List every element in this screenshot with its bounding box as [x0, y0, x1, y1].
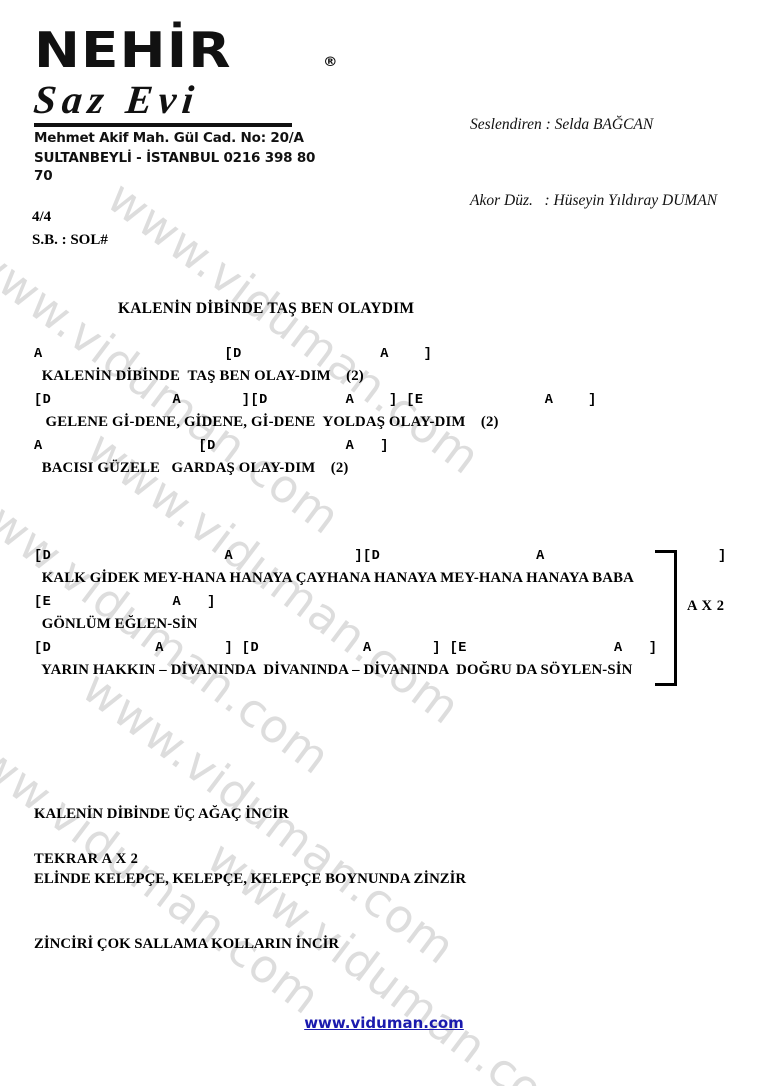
- registered-trademark-icon: ®: [322, 55, 339, 70]
- chord-row: [D A ][D A ]: [34, 549, 727, 564]
- chord-row: [D A ] [D A ] [E A ]: [34, 641, 658, 656]
- verse-3-block: KALENİN DİBİNDE ÜÇ AĞAÇ İNCİR ELİNDE KEL…: [34, 760, 466, 999]
- lyric-row: ELİNDE KELEPÇE, KELEPÇE, KELEPÇE BOYNUND…: [34, 870, 467, 887]
- repeat-count-label: A X 2: [687, 598, 725, 614]
- performer-credit: Seslendiren : Selda BAĞCAN: [470, 116, 654, 134]
- arranger-credit: Akor Düz. : Hüseyin Yıldıray DUMAN: [470, 191, 718, 209]
- key-signature: S.B. : SOL#: [32, 232, 108, 249]
- score-meta: 4/4 S.B. : SOL#: [32, 206, 108, 253]
- page-title: KALENİN DİBİNDE TAŞ BEN OLAYDIM: [118, 300, 415, 317]
- time-signature: 4/4: [32, 209, 52, 225]
- lyric-row: GÖNLÜM EĞLEN-SİN: [34, 616, 198, 632]
- lyric-row: GELENE Gİ-DENE, GİDENE, Gİ-DENE YOLDAŞ O…: [34, 414, 499, 430]
- repeat-bracket: [655, 550, 677, 686]
- lyric-row: BACISI GÜZELE GARDAŞ OLAY-DIM (2): [34, 460, 349, 476]
- lyric-row: KALENİN DİBİNDE TAŞ BEN OLAY-DIM (2): [34, 368, 364, 384]
- viduman-link[interactable]: www.viduman.com: [304, 1014, 464, 1032]
- chord-row: A [D A ]: [34, 347, 433, 362]
- verse-1-block: A [D A ] KALENİN DİBİNDE TAŞ BEN OLAY-DI…: [34, 348, 597, 486]
- lyric-row: KALK GİDEK MEY-HANA HANAYA ÇAYHANA HANAY…: [34, 570, 634, 586]
- logo-brand-text: NEHİR: [34, 22, 232, 79]
- logo-subtitle: Saz Evi: [31, 77, 202, 122]
- logo-brand-name: NEHİR ®: [34, 26, 338, 75]
- chord-row: [D A ][D A ] [E A ]: [34, 393, 597, 408]
- nehir-saz-evi-logo: NEHİR ® Saz Evi Mehmet Akif Mah. Gül Cad…: [31, 26, 338, 185]
- footer-website-link[interactable]: www.viduman.com: [0, 1014, 768, 1033]
- logo-address-line-1: Mehmet Akif Mah. Gül Cad. No: 20/A: [34, 130, 304, 146]
- lyric-row: KALENİN DİBİNDE ÜÇ AĞAÇ İNCİR: [34, 805, 289, 822]
- chord-row: A [D A ]: [34, 439, 389, 454]
- credits-block: Seslendiren : Selda BAĞCAN Akor Düz. : H…: [470, 62, 717, 263]
- lyric-row: ZİNCİRİ ÇOK SALLAMA KOLLARIN İNCİR: [34, 936, 340, 952]
- chord-row: [E A ]: [34, 595, 216, 610]
- chorus-block: [D A ][D A ] KALK GİDEK MEY-HANA HANAYA …: [34, 550, 727, 688]
- logo-address-line-2: SULTANBEYLİ - İSTANBUL 0216 398 80 70: [34, 150, 316, 184]
- logo-divider-rule: [34, 123, 292, 127]
- outro-repeat-instruction: TEKRAR A X 2: [34, 851, 139, 867]
- lyric-row: YARIN HAKKIN – DİVANINDA DİVANINDA – DİV…: [34, 662, 633, 678]
